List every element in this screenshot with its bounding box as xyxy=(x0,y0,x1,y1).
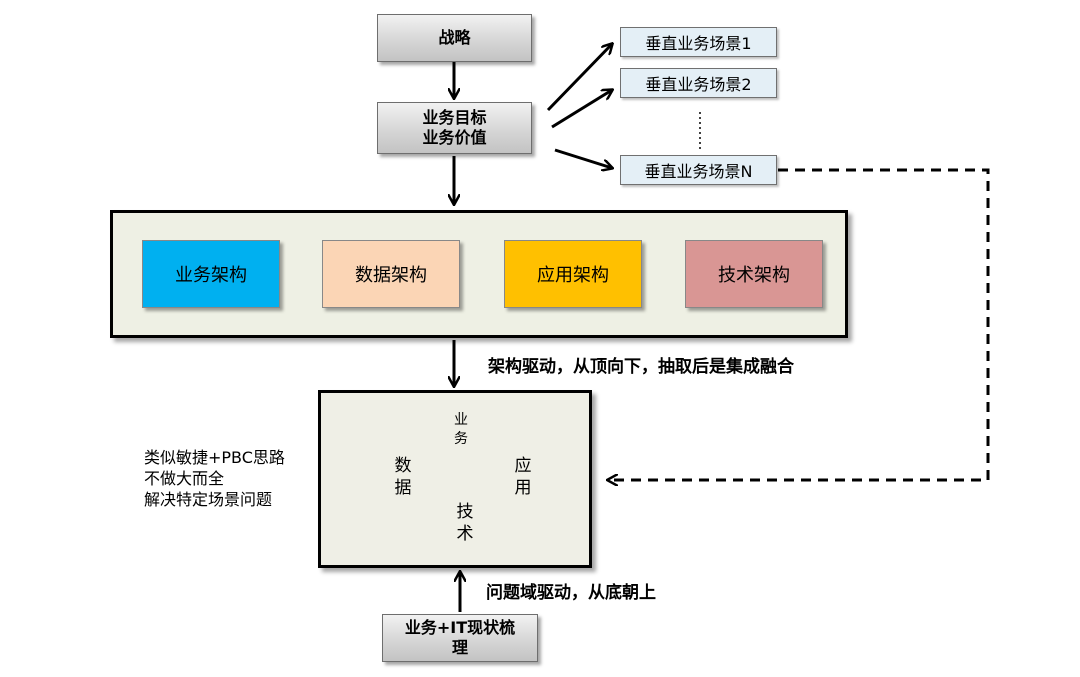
business-goal-label: 业务目标 xyxy=(422,108,487,127)
scenario-box-1: 垂直业务场景1 xyxy=(620,27,777,57)
scenario-label: 垂直业务场景2 xyxy=(645,75,752,94)
business-architecture-box: 业务架构 xyxy=(142,240,280,308)
hex-char: 据 xyxy=(394,478,412,498)
scenario-label: 垂直业务场景N xyxy=(644,162,753,181)
technology-architecture-label: 技术架构 xyxy=(718,265,790,286)
scenario-label: 垂直业务场景1 xyxy=(645,34,752,53)
strategy-label: 战略 xyxy=(438,28,471,47)
it-status-box: 业务+IT现状梳 理 xyxy=(382,614,538,662)
it-status-label-line2: 理 xyxy=(451,638,468,657)
data-architecture-label: 数据架构 xyxy=(355,265,427,286)
approach-note-line: 不做大而全 xyxy=(144,469,225,488)
business-value-label: 业务价值 xyxy=(422,128,487,147)
hexagon-application-text: 应 用 xyxy=(508,455,538,499)
it-status-label-line1: 业务+IT现状梳 xyxy=(404,618,516,637)
hexagon-data-text: 数 据 xyxy=(388,455,418,499)
hexagon-technology-text: 技 术 xyxy=(450,501,480,545)
hex-char: 务 xyxy=(454,431,468,447)
hex-char: 用 xyxy=(514,478,532,498)
scenario-box-2: 垂直业务场景2 xyxy=(620,68,777,98)
business-goal-box: 业务目标 业务价值 xyxy=(377,102,532,154)
application-architecture-label: 应用架构 xyxy=(537,265,609,286)
hex-char: 技 xyxy=(456,502,474,522)
data-architecture-box: 数据架构 xyxy=(322,240,460,308)
application-architecture-box: 应用架构 xyxy=(504,240,642,308)
dashed-feedback-path xyxy=(608,168,990,480)
technology-architecture-box: 技术架构 xyxy=(685,240,823,308)
arrow-goal-to-scenario-2 xyxy=(551,90,612,129)
bottom-up-label: 问题域驱动，从底朝上 xyxy=(486,583,656,603)
approach-note-line: 类似敏捷+PBC思路 xyxy=(144,448,285,467)
hexagon-business-text: 业 务 xyxy=(446,411,476,449)
approach-note-line: 解决特定场景问题 xyxy=(144,490,273,509)
scenario-box-n: 垂直业务场景N xyxy=(620,155,777,185)
arrow-goal-to-scenario-1 xyxy=(546,44,612,112)
approach-note: 类似敏捷+PBC思路 不做大而全 解决特定场景问题 xyxy=(144,447,285,510)
hex-char: 术 xyxy=(456,524,474,544)
business-architecture-label: 业务架构 xyxy=(175,265,247,286)
arrow-goal-to-scenario-n xyxy=(554,148,612,168)
strategy-box: 战略 xyxy=(377,14,532,62)
hex-char: 应 xyxy=(514,456,532,476)
problem-domain-panel xyxy=(318,390,592,568)
hex-char: 业 xyxy=(454,412,468,428)
hex-char: 数 xyxy=(394,456,412,476)
top-down-label: 架构驱动，从顶向下，抽取后是集成融合 xyxy=(488,357,794,377)
